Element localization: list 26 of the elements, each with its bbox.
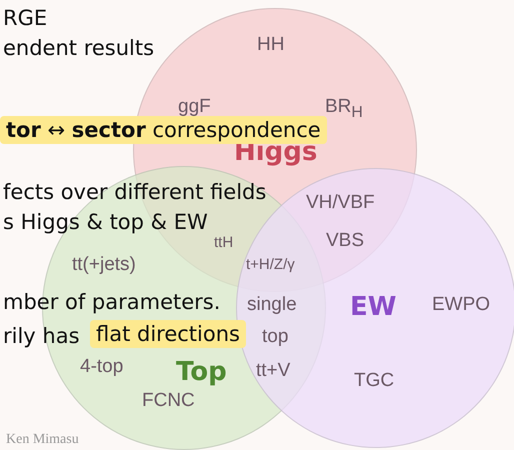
process-label: HH (257, 34, 284, 56)
bullet-text: mber of parameters. (3, 290, 220, 314)
process-label: tt+V (256, 360, 290, 382)
circle-title: EW (350, 292, 396, 322)
process-label: FCNC (142, 390, 195, 412)
author-name: Ken Mimasu (6, 432, 79, 448)
highlighted-text: tor ↔ sector correspondence (0, 116, 327, 144)
bullet-text: RGE (3, 6, 48, 30)
circle-title: Top (176, 357, 227, 387)
process-label: ggF (178, 96, 211, 118)
process-label: BR$_{H}$ (325, 96, 363, 122)
process-label: tt(+jets) (72, 254, 136, 276)
bullet-text: fects over different fields (3, 180, 266, 204)
process-label: TGC (354, 370, 394, 392)
process-label: 4-top (80, 356, 124, 378)
bullet-text: endent results (3, 36, 154, 60)
process-label: ttH (214, 234, 234, 252)
highlighted-text: flat directions (90, 320, 246, 348)
process-label: top (262, 326, 288, 348)
bullet-text: rily has (3, 324, 80, 348)
process-label: VH/VBF (306, 192, 375, 214)
process-label: EWPO (432, 294, 490, 316)
process-label: t+H/Z/γ (246, 256, 295, 274)
process-label: VBS (326, 230, 364, 252)
process-label: single (247, 294, 297, 316)
bullet-text: s Higgs & top & EW (3, 210, 208, 234)
